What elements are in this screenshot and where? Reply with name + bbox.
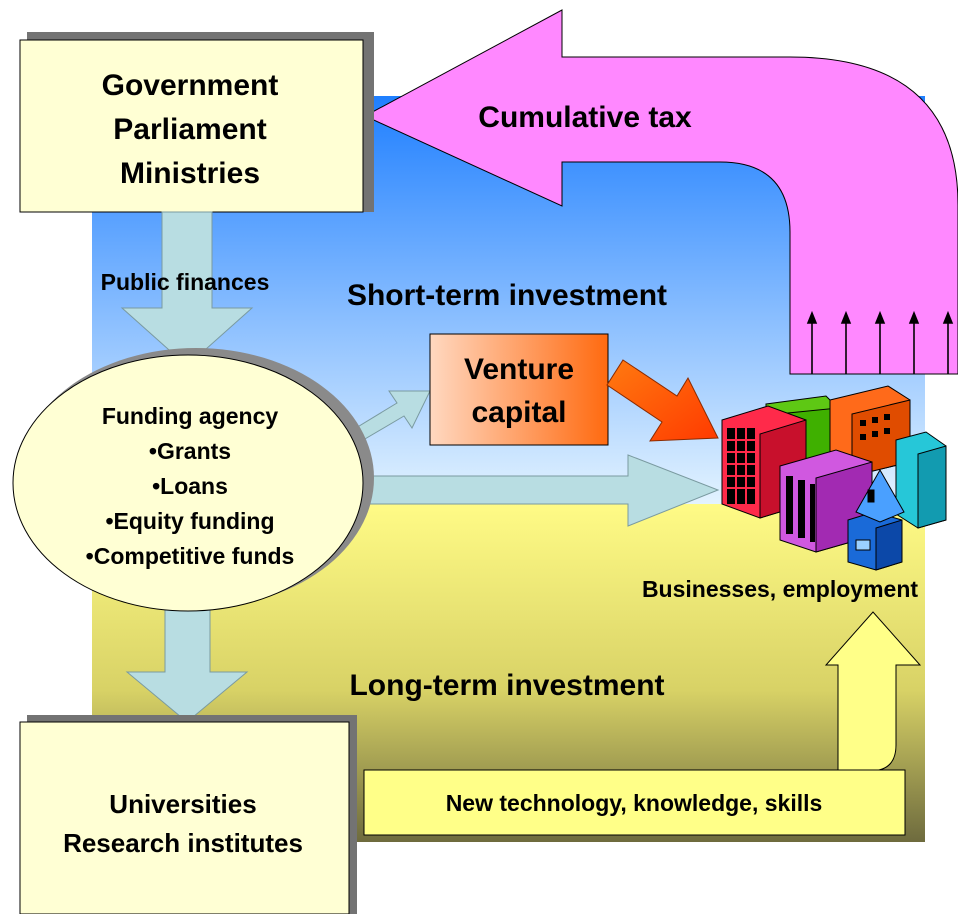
- government-box: Government Parliament Ministries: [19, 32, 374, 213]
- funding-agency-ellipse: Funding agency •Grants •Loans •Equity fu…: [12, 348, 374, 612]
- venture-capital-box: Venture capital: [429, 333, 609, 446]
- short-term-investment-label: Short-term investment: [347, 279, 667, 312]
- new-technology-label: New technology, knowledge, skills: [446, 790, 823, 816]
- cumulative-tax-label: Cumulative tax: [478, 101, 692, 134]
- funding-item: •Competitive funds: [86, 543, 295, 569]
- public-finances-label: Public finances: [101, 269, 270, 295]
- funding-item: •Equity funding: [105, 508, 274, 534]
- public-finances-arrow: [120, 211, 254, 367]
- universities-box: Universities Research institutes: [19, 715, 357, 914]
- businesses-buildings-illustration: [721, 385, 947, 571]
- new-technology-box: New technology, knowledge, skills: [363, 769, 906, 836]
- venture-label: Venture: [464, 353, 574, 386]
- businesses-employment-label: Businesses, employment: [642, 576, 918, 602]
- funding-item: •Grants: [149, 438, 231, 464]
- universities-label: Universities: [109, 789, 256, 819]
- long-term-investment-label: Long-term investment: [349, 669, 664, 702]
- agency-to-universities-arrow: [125, 607, 249, 723]
- government-label: Government: [102, 69, 279, 102]
- tax-up-arrows: [806, 310, 954, 374]
- venture-to-businesses-arrow: [606, 359, 719, 442]
- ministries-label: Ministries: [120, 157, 260, 190]
- cumulative-tax-arrow: Cumulative tax: [363, 9, 958, 375]
- research-institutes-label: Research institutes: [63, 828, 303, 858]
- capital-label: capital: [471, 396, 566, 429]
- funding-agency-title: Funding agency: [102, 403, 279, 429]
- agency-to-businesses-arrow: [359, 454, 720, 527]
- parliament-label: Parliament: [113, 113, 266, 146]
- funding-item: •Loans: [152, 473, 228, 499]
